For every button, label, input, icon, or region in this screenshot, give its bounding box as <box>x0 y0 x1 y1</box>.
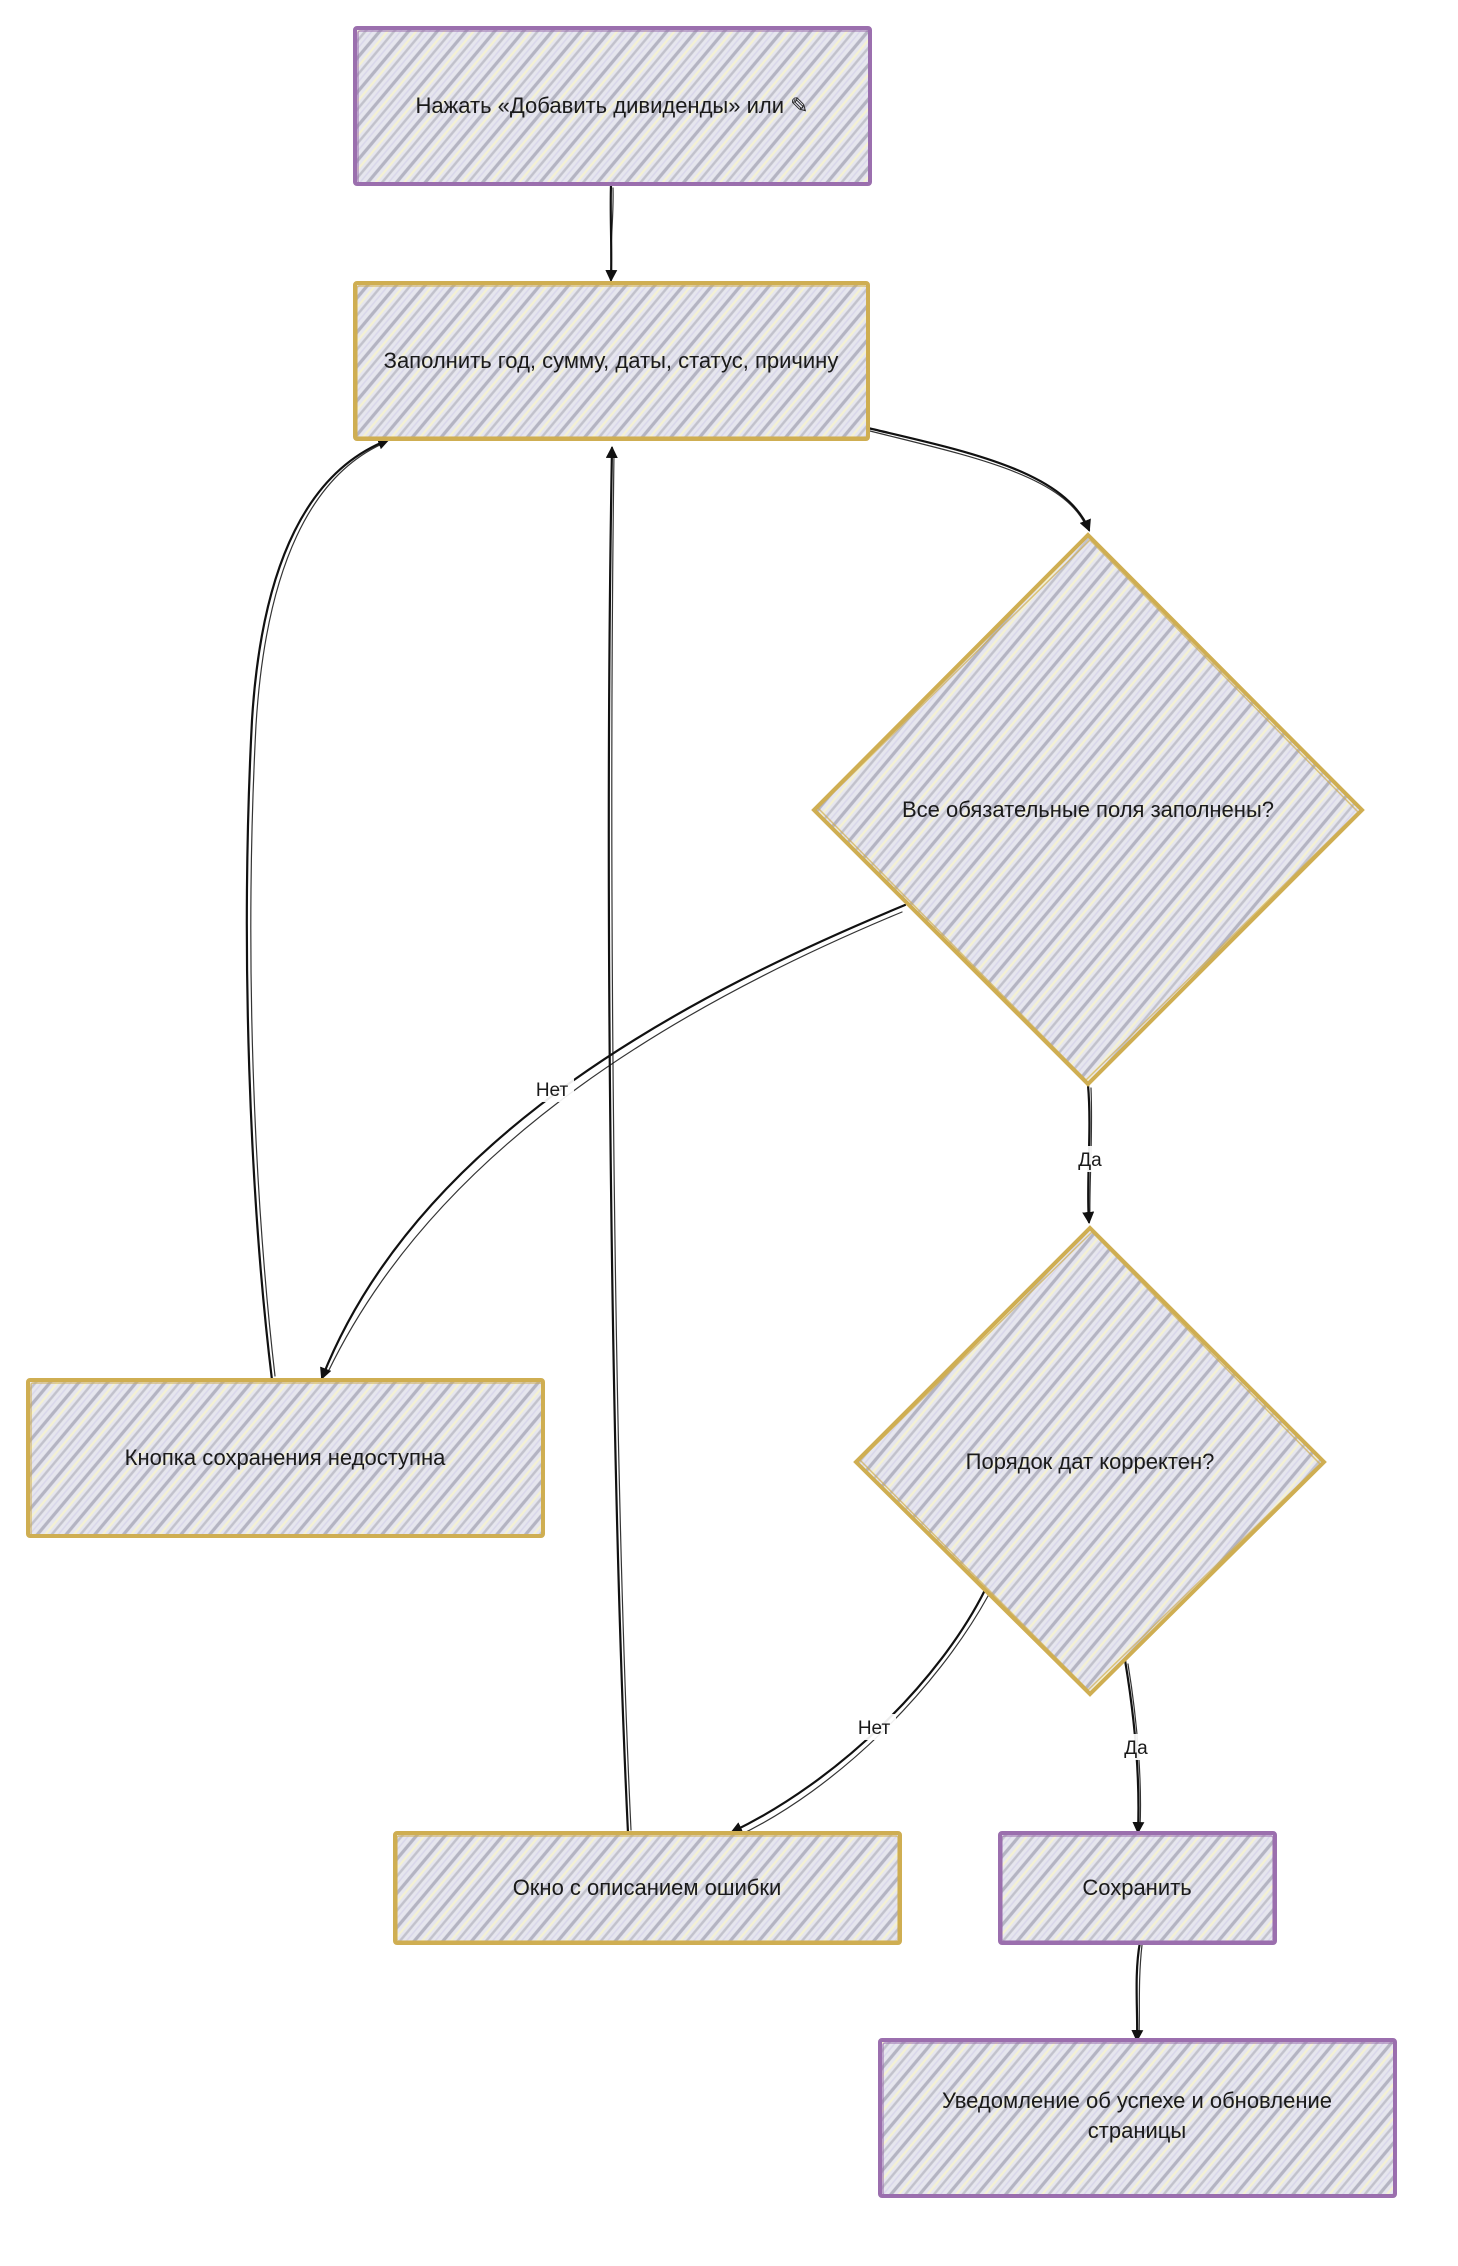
edge-labels: Нет Да Нет Да <box>530 1076 1154 1760</box>
node-save-disabled: Кнопка сохранения недоступна <box>26 1378 545 1538</box>
edge-label-dates-no: Нет <box>852 1714 896 1740</box>
node-notify-label-line1: Уведомление об успехе и обновление <box>942 2088 1332 2113</box>
nodes: Нажать «Добавить дивиденды» или ✎ Заполн… <box>26 26 1397 2198</box>
edge-save-disabled-to-fill <box>245 437 390 1382</box>
edge-label-yes: Да <box>1124 1738 1148 1759</box>
edge-label-dates-yes: Да <box>1118 1734 1154 1760</box>
edge-label-required-no: Нет <box>530 1076 574 1102</box>
edge-label-required-yes: Да <box>1072 1146 1108 1172</box>
edges <box>245 183 1145 2042</box>
edge-save-to-notify <box>1131 1940 1144 2042</box>
node-start-label: Нажать «Добавить дивиденды» или ✎ <box>415 93 808 118</box>
node-error-window: Окно с описанием ошибки <box>393 1831 902 1945</box>
node-fill-label: Заполнить год, сумму, даты, статус, прич… <box>384 348 839 373</box>
node-error-window-label: Окно с описанием ошибки <box>513 1875 782 1900</box>
edge-label-yes: Да <box>1078 1150 1102 1171</box>
node-check-required: Все обязательные поля заполнены? <box>811 532 1365 1087</box>
node-notify-label-line2: страницы <box>1088 2118 1186 2143</box>
edge-start-to-fill <box>605 183 618 282</box>
node-check-dates: Порядок дат корректен? <box>853 1225 1327 1697</box>
edge-fill-to-check-required <box>866 426 1091 532</box>
node-check-dates-label: Порядок дат корректен? <box>966 1449 1215 1474</box>
node-start: Нажать «Добавить дивиденды» или ✎ <box>353 26 872 186</box>
edge-label-no: Нет <box>858 1718 891 1739</box>
node-fill: Заполнить год, сумму, даты, статус, прич… <box>353 281 870 441</box>
node-notify: Уведомление об успехе и обновление стран… <box>878 2038 1397 2198</box>
node-save-disabled-label: Кнопка сохранения недоступна <box>125 1445 446 1470</box>
node-save: Сохранить <box>998 1831 1277 1945</box>
node-save-label: Сохранить <box>1082 1875 1191 1900</box>
edge-label-no: Нет <box>536 1080 569 1101</box>
node-check-required-label: Все обязательные поля заполнены? <box>902 797 1274 822</box>
edge-check-dates-no <box>730 1588 989 1837</box>
edge-error-window-to-fill <box>605 446 632 1835</box>
